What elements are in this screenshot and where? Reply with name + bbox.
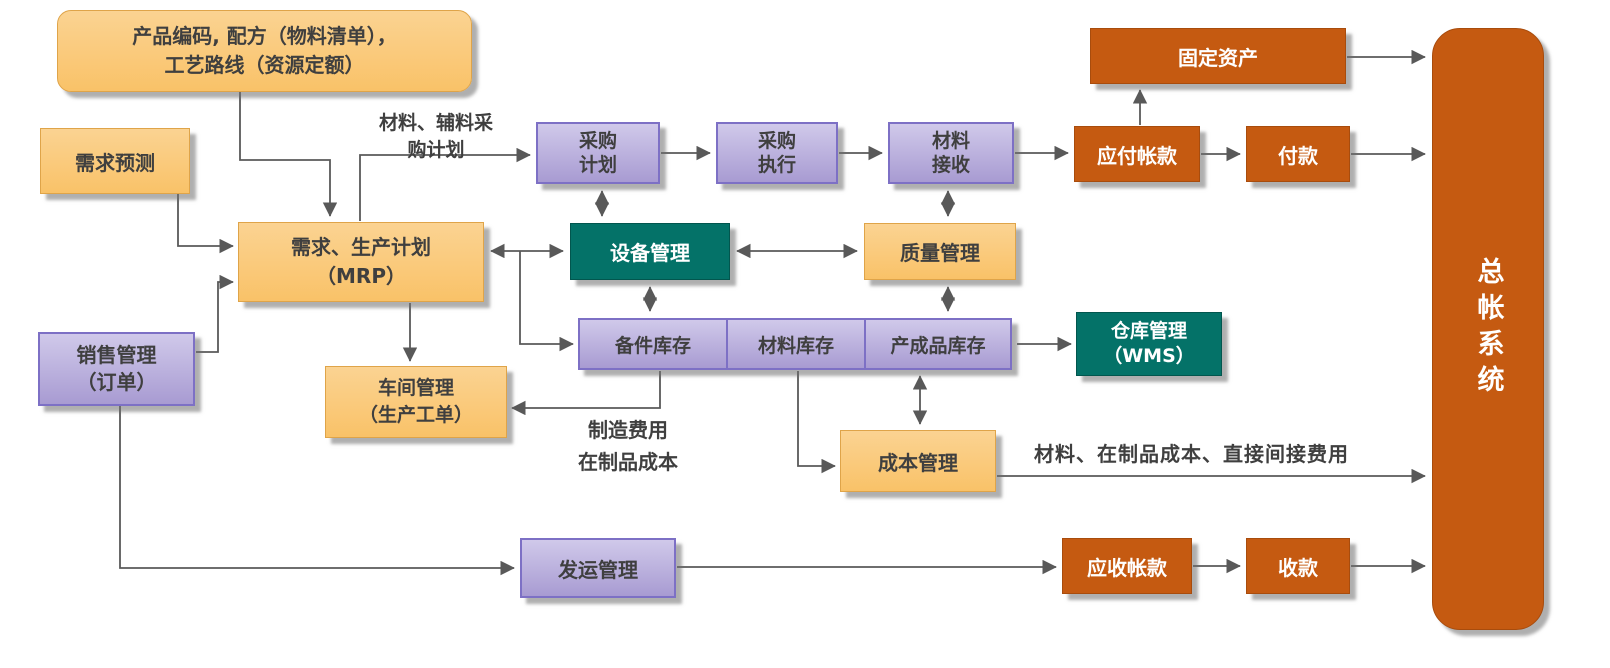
inventory-row: 备件库存 材料库存 产成品库存 (578, 318, 1012, 370)
quality-mgmt-label: 质量管理 (900, 241, 980, 265)
payment-box: 付款 (1246, 126, 1350, 182)
purchase-plan-line2: 计划 (578, 154, 617, 176)
material-receiving-box: 材料 接收 (888, 122, 1014, 184)
cost-note-label: 材料、在制品成本、直接间接费用 (1034, 442, 1349, 466)
cost-mgmt-label: 成本管理 (878, 450, 958, 475)
purchase-exec-line1: 采购 (757, 130, 796, 152)
purchase-note-line1: 材料、辅料采 (378, 112, 493, 134)
purchase-plan-box: 采购 计划 (536, 122, 660, 184)
quality-mgmt-box: 质量管理 (864, 223, 1016, 280)
wms-line2: （WMS） (1103, 345, 1195, 367)
accounts-payable-box: 应付帐款 (1074, 126, 1200, 182)
general-ledger-box: 总帐系统 (1432, 28, 1544, 630)
arrow-product-to-mrp (239, 92, 338, 217)
collection-box: 收款 (1246, 538, 1350, 594)
material-receiving-line2: 接收 (931, 154, 970, 176)
inventory-cell-material: 材料库存 (726, 318, 866, 370)
purchase-note-label: 材料、辅料采 购计划 (352, 110, 520, 164)
arrow-mrp-to-inventory (519, 251, 574, 352)
fixed-assets-box: 固定资产 (1090, 28, 1346, 84)
shipping-mgmt-box: 发运管理 (520, 538, 676, 598)
arrow-sales-to-mrp (196, 274, 234, 353)
sales-mgmt-box: 销售管理 （订单） (38, 332, 195, 406)
inventory-cell-finished-goods: 产成品库存 (864, 318, 1012, 370)
cost-mgmt-box: 成本管理 (840, 430, 996, 492)
purchase-exec-line2: 执行 (757, 154, 796, 176)
accounts-receivable-box: 应收帐款 (1062, 538, 1192, 594)
mrp-line1: 需求、生产计划 (291, 235, 431, 259)
arrow-sales-to-shipping (119, 406, 515, 576)
collection-label: 收款 (1278, 555, 1318, 580)
mfg-cost-line1: 制造费用 (588, 418, 668, 442)
arrow-material-inv-to-cost (797, 371, 836, 474)
workshop-mgmt-box: 车间管理 （生产工单） (325, 366, 507, 438)
equipment-mgmt-label: 设备管理 (610, 241, 690, 265)
workshop-mgmt-line1: 车间管理 (377, 377, 454, 399)
accounts-receivable-label: 应收帐款 (1087, 555, 1167, 580)
mfg-cost-label: 制造费用 在制品成本 (548, 414, 708, 478)
workshop-mgmt-line2: （生产工单） (358, 404, 473, 426)
arrow-mrp-to-purchase-plan (359, 147, 531, 221)
wms-box: 仓库管理 （WMS） (1076, 312, 1222, 376)
inventory-cell-spare-parts: 备件库存 (578, 318, 728, 370)
shipping-mgmt-label: 发运管理 (558, 557, 638, 582)
product-info-box: 产品编码, 配方（物料清单）， 工艺路线（资源定额） (57, 10, 472, 92)
mrp-box: 需求、生产计划 （MRP） (238, 222, 484, 302)
general-ledger-label: 总帐系统 (1472, 257, 1504, 401)
mrp-line2: （MRP） (316, 264, 406, 288)
sales-mgmt-line1: 销售管理 (76, 343, 157, 367)
product-info-line2: 工艺路线（资源定额） (164, 53, 365, 77)
fixed-assets-label: 固定资产 (1178, 45, 1258, 70)
purchase-exec-box: 采购 执行 (716, 122, 838, 184)
purchase-plan-line1: 采购 (578, 130, 617, 152)
mfg-cost-line2: 在制品成本 (578, 450, 678, 474)
equipment-mgmt-box: 设备管理 (570, 223, 730, 280)
demand-forecast-label: 需求预测 (75, 150, 155, 175)
purchase-note-line2: 购计划 (407, 139, 465, 161)
demand-forecast-box: 需求预测 (40, 128, 190, 194)
material-receiving-line1: 材料 (931, 130, 970, 152)
sales-mgmt-line2: （订单） (76, 370, 157, 394)
arrow-forecast-to-mrp (177, 194, 234, 254)
product-info-line1: 产品编码, 配方（物料清单）， (132, 24, 397, 48)
payment-label: 付款 (1278, 143, 1318, 168)
wms-line1: 仓库管理 (1110, 320, 1187, 342)
arrow-inventory-to-workshop (511, 371, 661, 416)
accounts-payable-label: 应付帐款 (1097, 143, 1177, 168)
